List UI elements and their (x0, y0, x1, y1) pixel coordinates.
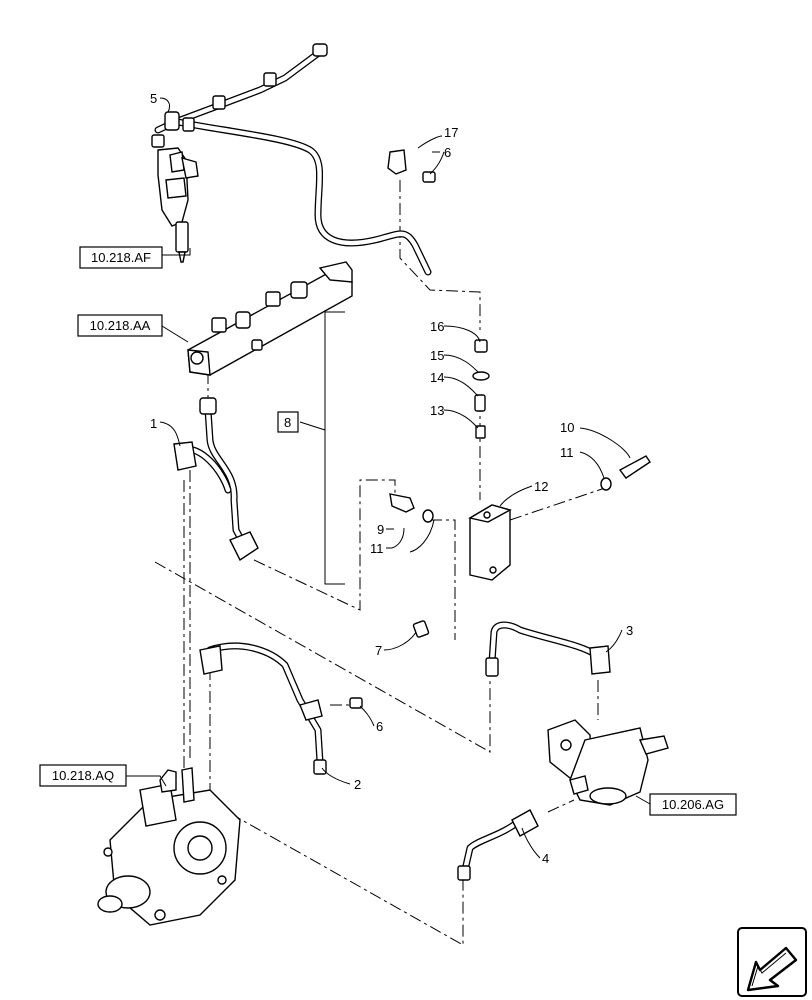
callout-15: 15 (430, 348, 444, 363)
clamp-17 (387, 149, 436, 183)
reference-filter-label: 10.206.AG (662, 797, 724, 812)
callout-11-right: 11 (560, 445, 574, 460)
callout-10: 10 (560, 420, 574, 435)
reference-injector[interactable]: 10.218.AF (79, 246, 163, 269)
callout-16: 16 (430, 319, 444, 334)
common-rail (187, 261, 353, 376)
reference-injector-label: 10.218.AF (91, 250, 151, 265)
high-pressure-pipe-1 (173, 397, 259, 562)
callout-4: 4 (542, 851, 549, 866)
reference-filter[interactable]: 10.206.AG (649, 793, 737, 816)
callout-numbers: 1 2 3 4 5 6 6 7 9 10 11 11 12 13 14 15 1… (150, 91, 633, 866)
fuel-injector (157, 147, 199, 263)
high-pressure-pump (97, 767, 241, 926)
callout-14: 14 (430, 370, 444, 385)
callout-7: 7 (375, 643, 382, 658)
fitting-stack (472, 339, 490, 439)
callout-12: 12 (534, 479, 548, 494)
reference-pump[interactable]: 10.218.AQ (39, 764, 127, 787)
reference-pump-label: 10.218.AQ (52, 768, 114, 783)
callout-11-left: 11 (370, 541, 384, 556)
leader-lines (126, 97, 651, 859)
fuel-pipe-3 (485, 621, 611, 677)
callout-2: 2 (354, 777, 361, 792)
callout-5: 5 (150, 91, 157, 106)
reference-rail-label: 10.218.AA (90, 318, 151, 333)
fuel-pipe-2 (199, 642, 363, 775)
return-line-5 (151, 43, 432, 276)
group-bracket-8 (324, 311, 345, 585)
sensor-9 (389, 493, 434, 523)
sensor-10 (600, 455, 651, 491)
callout-8: 8 (284, 415, 291, 430)
filter-head (547, 719, 669, 806)
callout-13: 13 (430, 403, 444, 418)
bolt-7 (412, 620, 430, 638)
callout-6-bottom: 6 (376, 719, 383, 734)
callout-8-box (277, 411, 299, 433)
sensor-block-12 (468, 504, 512, 581)
reference-rail[interactable]: 10.218.AA (77, 314, 163, 337)
callout-3: 3 (626, 623, 633, 638)
alignment-lines (154, 180, 606, 946)
callout-6-top: 6 (444, 145, 451, 160)
next-page-arrow-icon[interactable] (737, 927, 807, 997)
leader-8 (299, 421, 326, 431)
fuel-pipe-4 (457, 809, 539, 881)
callout-9: 9 (377, 522, 384, 537)
callout-1: 1 (150, 416, 157, 431)
callout-17: 17 (444, 125, 458, 140)
